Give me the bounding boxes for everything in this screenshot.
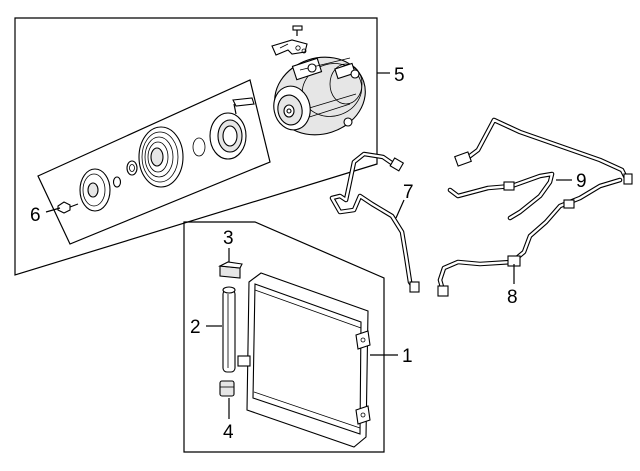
callout-4: 4	[223, 422, 234, 443]
condenser	[237, 272, 371, 448]
clutch-shim	[126, 160, 138, 176]
callout-7: 7	[403, 182, 414, 203]
clutch-coil	[209, 97, 255, 160]
snap-ring	[192, 137, 206, 157]
compressor-bracket	[271, 39, 308, 56]
ac-hose-7	[329, 151, 420, 293]
callout-1: 1	[402, 346, 413, 367]
clutch-hub-plate	[79, 168, 111, 212]
clutch-pulley	[138, 126, 184, 188]
ac-compressor	[273, 56, 366, 136]
callout-3: 3	[223, 228, 234, 249]
compressor-group-frame	[14, 17, 378, 276]
callout-5: 5	[394, 65, 405, 86]
leader-6	[45, 207, 61, 213]
callout-6: 6	[30, 205, 41, 226]
callout-8: 8	[507, 287, 518, 308]
clutch-bolt	[57, 201, 79, 214]
condenser-group-frame	[183, 221, 385, 453]
callout-2: 2	[190, 317, 201, 338]
drier-cap	[218, 261, 243, 279]
clutch-kit-frame	[37, 79, 271, 245]
ac-hose-9	[447, 117, 633, 221]
callout-9: 9	[576, 171, 587, 192]
bracket-bolt	[292, 25, 303, 36]
ac-hose-8	[437, 177, 623, 297]
leader-7	[395, 199, 405, 219]
receiver-drier	[222, 286, 236, 373]
clutch-washer	[112, 176, 122, 188]
drier-plug	[219, 380, 235, 397]
